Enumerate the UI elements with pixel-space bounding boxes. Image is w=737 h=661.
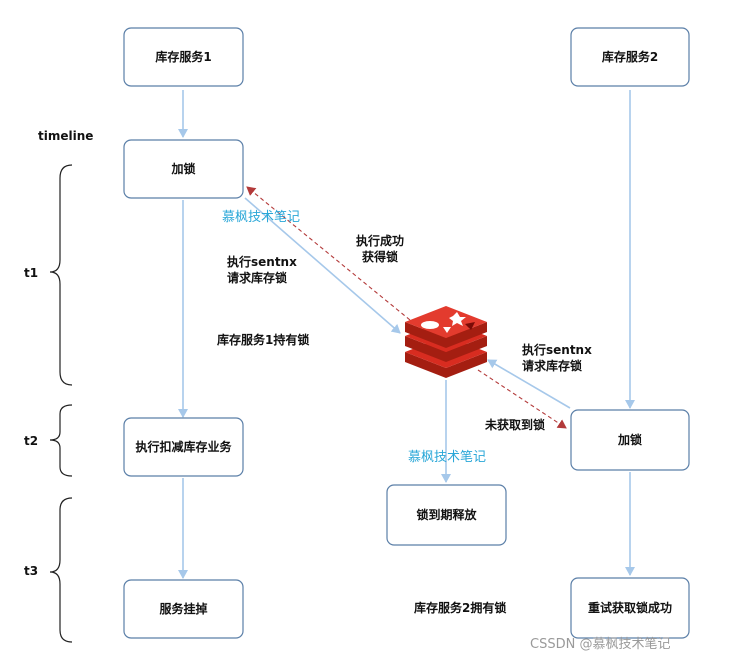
exec-setnx-1-label: 执行sentnx [227, 254, 297, 269]
node-lock-2: 加锁 [570, 409, 690, 471]
exec-setnx-2-label: 执行sentnx [522, 342, 592, 357]
t2-label: t2 [24, 434, 38, 448]
node-stock-service-2: 库存服务2 [570, 27, 690, 87]
node-lock-expire: 锁到期释放 [386, 484, 507, 546]
request-lock-2-label: 请求库存锁 [522, 358, 582, 373]
not-acquired-label: 未获取到锁 [484, 417, 545, 432]
node-lock-1: 加锁 [123, 139, 244, 199]
t1-label: t1 [24, 266, 38, 280]
node-stock-service-1: 库存服务1 [123, 27, 244, 87]
svg-text:库存服务2: 库存服务2 [602, 49, 658, 64]
brace-t1 [49, 164, 73, 386]
node-service-down: 服务挂掉 [123, 579, 244, 639]
t3-label: t3 [24, 564, 38, 578]
arrow-redis-to-lock1 [246, 186, 411, 321]
service1-holds-lock-label: 库存服务1持有锁 [217, 332, 309, 347]
timeline-label: timeline [38, 129, 93, 143]
exec-success-label: 执行成功 [356, 233, 404, 248]
svg-text:执行扣减库存业务: 执行扣减库存业务 [135, 439, 232, 454]
watermark-footer: CSSDN @慕枫技术笔记 [530, 636, 670, 652]
svg-text:加锁: 加锁 [617, 432, 642, 447]
arrow-redis-to-lock2 [477, 369, 567, 429]
arrow-lock2-to-redis [487, 359, 571, 409]
svg-text:锁到期释放: 锁到期释放 [416, 507, 477, 522]
svg-text:加锁: 加锁 [170, 161, 195, 176]
brace-t2 [49, 404, 73, 477]
redis-logo-icon [405, 306, 487, 378]
svg-text:重试获取锁成功: 重试获取锁成功 [588, 600, 672, 615]
node-retry-success: 重试获取锁成功 [570, 577, 690, 639]
got-lock-label: 获得锁 [361, 249, 398, 264]
service2-holds-lock-label: 库存服务2拥有锁 [414, 600, 506, 615]
svg-text:服务挂掉: 服务挂掉 [159, 601, 207, 616]
node-deduct-stock: 执行扣减库存业务 [123, 417, 244, 477]
brace-t3 [49, 497, 73, 643]
arrow-lock1-to-redis [244, 197, 401, 334]
watermark-top: 慕枫技术笔记 [222, 209, 300, 225]
svg-text:库存服务1: 库存服务1 [155, 49, 211, 64]
watermark-mid: 慕枫技术笔记 [408, 449, 486, 465]
request-lock-1-label: 请求库存锁 [227, 270, 287, 285]
